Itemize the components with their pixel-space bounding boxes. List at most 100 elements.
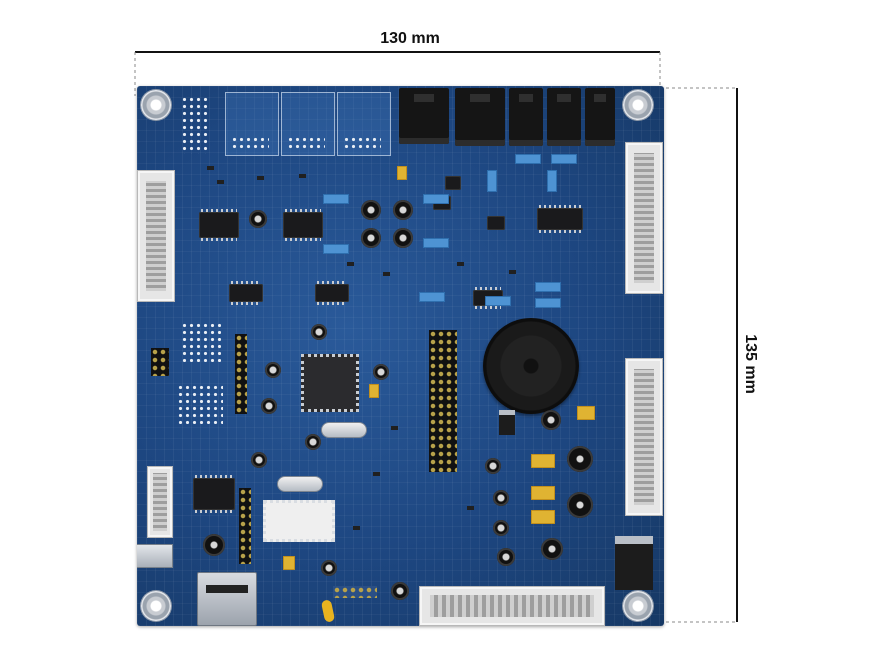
smd-part-4	[299, 174, 306, 178]
ic-soic-4	[315, 281, 349, 305]
pin-header-x22	[429, 330, 457, 472]
capacitor-9	[373, 364, 389, 380]
smd-resistor-5	[487, 170, 497, 192]
ic-soic-3	[229, 281, 263, 305]
power-spade-terminal	[137, 544, 173, 568]
pad-array-left	[181, 322, 221, 362]
tantalum-cap-7	[397, 166, 407, 180]
ceramic-capacitor	[320, 599, 336, 623]
capacitor-2	[393, 200, 413, 220]
voltage-regulator-1	[615, 536, 653, 590]
connector-top-2	[455, 88, 505, 146]
smd-part-1	[207, 166, 214, 170]
connector-top-4	[547, 88, 581, 146]
capacitor-12	[203, 534, 225, 556]
circuit-board	[137, 86, 664, 626]
capacitor-14	[391, 582, 409, 600]
tantalum-cap-1	[531, 454, 555, 468]
capacitor-17	[493, 520, 509, 536]
capacitor-4	[393, 228, 413, 248]
capacitor-21	[567, 492, 593, 518]
capacitor-16	[493, 490, 509, 506]
pin-header-x20	[235, 334, 247, 414]
smd-resistor-9	[419, 292, 445, 302]
capacitor-20	[567, 446, 593, 472]
ic-small-2	[487, 216, 505, 230]
capacitor-11	[251, 452, 267, 468]
tantalum-cap-2	[531, 486, 555, 500]
capacitor-1	[361, 200, 381, 220]
pin-header-x12	[333, 586, 377, 598]
smd-part-12	[353, 526, 360, 530]
smd-part-2	[217, 180, 224, 184]
connector-bottom-x11	[419, 586, 605, 626]
capacitor-7	[265, 362, 281, 378]
smd-resistor-10	[485, 296, 511, 306]
connector-right-x10	[625, 358, 663, 516]
mounting-hole-bottom-left	[141, 591, 171, 621]
tantalum-cap-6	[283, 556, 295, 570]
smd-part-10	[373, 472, 380, 476]
capacitor-6	[311, 324, 327, 340]
connector-top-1	[399, 88, 449, 144]
usb-connector	[197, 572, 257, 626]
capacitor-5	[249, 210, 267, 228]
smd-resistor-11	[535, 282, 561, 292]
connector-rs232-x16	[147, 466, 173, 538]
smd-resistor-8	[547, 170, 557, 192]
width-dimension-label: 130 mm	[380, 30, 440, 47]
tantalum-cap-3	[531, 510, 555, 524]
capacitor-22	[541, 538, 563, 560]
ic-soic-5	[537, 205, 583, 233]
pad-array-block-2	[287, 136, 325, 150]
smd-part-6	[383, 272, 390, 276]
connector-top-3	[509, 88, 543, 146]
pad-array-block-3	[343, 136, 381, 150]
connector-right-x8	[625, 142, 663, 294]
capacitor-3	[361, 228, 381, 248]
smd-resistor-7	[551, 154, 577, 164]
ic-soic-2	[283, 209, 323, 241]
smd-resistor-2	[423, 194, 449, 204]
capacitor-8	[261, 398, 277, 414]
ic-small-3	[445, 176, 461, 190]
pin-header-x21	[239, 488, 251, 564]
pad-array-block-1	[231, 136, 269, 150]
capacitor-13	[321, 560, 337, 576]
connector-top-5	[585, 88, 615, 146]
smd-resistor-1	[323, 194, 349, 204]
buzzer-bz1	[483, 318, 579, 414]
smd-part-9	[391, 426, 398, 430]
capacitor-10	[305, 434, 321, 450]
pad-array-top-left	[181, 96, 209, 154]
tantalum-cap-5	[369, 384, 379, 398]
microcontroller-main	[301, 354, 359, 412]
voltage-regulator-2	[499, 410, 515, 435]
smd-part-5	[347, 262, 354, 266]
mounting-hole-bottom-right	[623, 591, 653, 621]
smd-part-8	[509, 270, 516, 274]
smd-resistor-6	[515, 154, 541, 164]
silkscreen-block-3	[337, 92, 391, 156]
connector-left-x19	[137, 170, 175, 302]
pin-header-x18	[151, 348, 169, 376]
pad-array-jtag	[177, 384, 223, 424]
crystal-1	[321, 422, 367, 438]
capacitor-18	[497, 548, 515, 566]
smd-resistor-12	[535, 298, 561, 308]
ic-soic-6	[193, 475, 235, 513]
mounting-hole-top-right	[623, 90, 653, 120]
capacitor-19	[541, 410, 561, 430]
tantalum-cap-4	[577, 406, 595, 420]
smd-resistor-3	[323, 244, 349, 254]
smd-part-3	[257, 176, 264, 180]
mounting-hole-top-left	[141, 90, 171, 120]
smd-part-11	[467, 506, 474, 510]
microcontroller-secondary	[263, 500, 335, 542]
smd-part-7	[457, 262, 464, 266]
height-dimension-label: 135 mm	[742, 334, 759, 394]
capacitor-15	[485, 458, 501, 474]
smd-resistor-4	[423, 238, 449, 248]
crystal-2	[277, 476, 323, 492]
